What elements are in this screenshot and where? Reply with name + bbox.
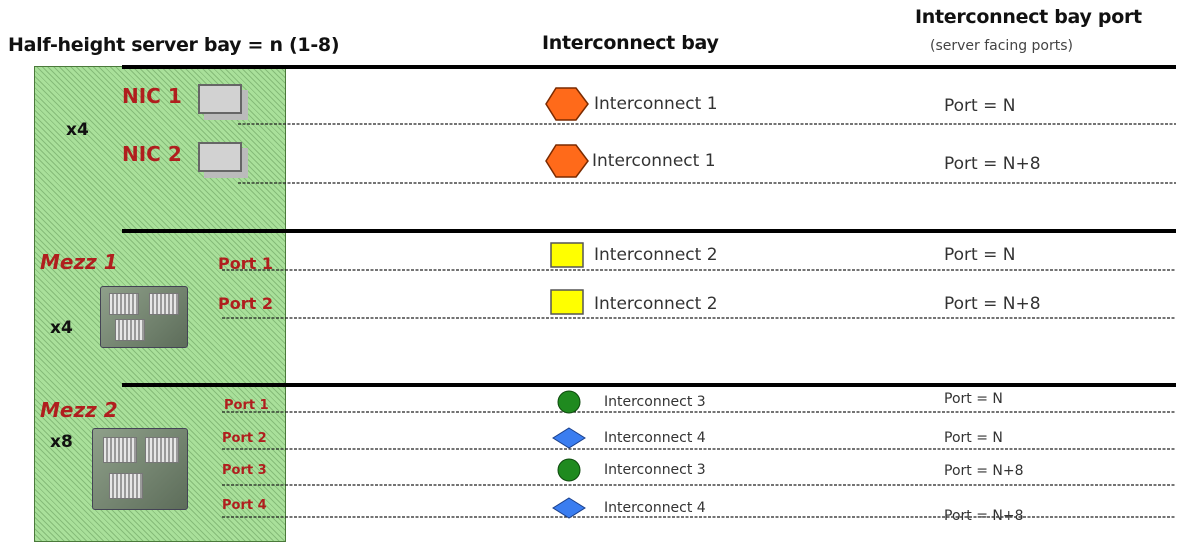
diamond-icon [552,497,586,519]
mezz2-port4-label: Port 4 [222,498,267,513]
mezz1-card-image [100,286,188,348]
diamond-icon [552,427,586,449]
circle-icon [557,390,581,414]
interconnect-port-subheader: (server facing ports) [930,38,1073,54]
mezz2-port2-label: Port 2 [222,431,267,446]
square-icon [550,242,584,268]
mezz1-port2-label: Port 2 [218,294,273,313]
mezz2-port1-port-value: Port = N [944,391,1003,407]
mezz2-port3-port-value: Port = N+8 [944,463,1024,479]
mezz2-port4-port-value: Port = N+8 [944,508,1024,524]
nic-multiplier: x4 [66,120,89,140]
nic2-port-value: Port = N+8 [944,154,1041,174]
mezz2-port3-label: Port 3 [222,463,267,478]
interconnect-port-header: Interconnect bay port [915,6,1142,28]
mezz1-port1-interconnect-label: Interconnect 2 [594,245,718,265]
mezz2-port2-port-value: Port = N [944,430,1003,446]
mezz2-port3-interconnect-label: Interconnect 3 [604,462,706,478]
nic2-label: NIC 2 [122,142,182,166]
mezz1-multiplier: x4 [50,318,73,338]
mezz1-port2-interconnect-label: Interconnect 2 [594,294,718,314]
mezz1-port2-port-value: Port = N+8 [944,294,1041,314]
nic1-chip-icon [198,84,242,114]
nic2-interconnect-label: Interconnect 1 [592,151,716,171]
nic1-interconnect-label: Interconnect 1 [594,94,718,114]
nic1-label: NIC 1 [122,84,182,108]
interconnect-bay-header: Interconnect bay [542,32,719,54]
mezz2-port2-interconnect-label: Interconnect 4 [604,430,706,446]
mezz2-multiplier: x8 [50,432,73,452]
circle-icon [557,458,581,482]
nic2-chip-icon [198,142,242,172]
mezz2-port4-interconnect-label: Interconnect 4 [604,500,706,516]
hexagon-icon [545,144,589,178]
mezz2-label: Mezz 2 [40,398,118,422]
mezz1-port1-port-value: Port = N [944,245,1016,265]
mezz2-port1-interconnect-label: Interconnect 3 [604,394,706,410]
mezz1-port1-label: Port 1 [218,254,273,273]
mezz2-port1-label: Port 1 [224,398,269,413]
mezz1-label: Mezz 1 [40,250,118,274]
server-bay-header: Half-height server bay = n (1-8) [8,34,340,56]
mezz2-card-image [92,428,188,510]
square-icon [550,289,584,315]
nic1-port-value: Port = N [944,96,1016,116]
hexagon-icon [545,87,589,121]
